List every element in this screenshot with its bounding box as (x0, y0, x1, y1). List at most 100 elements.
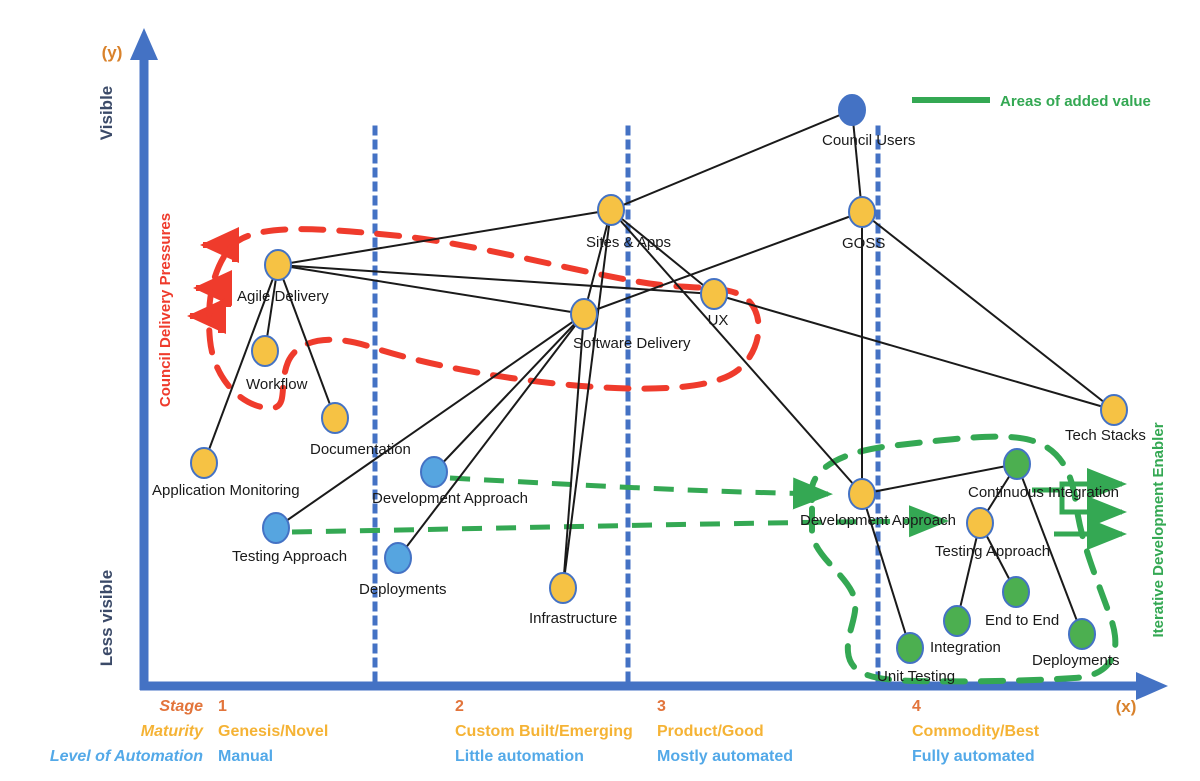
map-node-label-deployments-right: Deployments (1032, 652, 1120, 669)
map-node-dev-approach-left[interactable] (420, 456, 448, 488)
map-link (610, 209, 715, 295)
map-link (203, 264, 279, 464)
map-node-label-end-to-end: End to End (985, 612, 1059, 629)
council-delivery-pressures-group: Council Delivery Pressures (157, 213, 239, 407)
y-axis-arrowhead (130, 28, 158, 60)
council-delivery-pressures-label: Council Delivery Pressures (157, 213, 174, 407)
migration-arrow-testing-approach (291, 505, 949, 538)
scale-row-title-1: Maturity (141, 723, 204, 740)
map-link (713, 293, 1115, 411)
y-axis-marker: (y) (102, 43, 123, 62)
map-node-dev-approach-right[interactable] (848, 478, 876, 510)
x-axis-arrowhead (1136, 672, 1168, 700)
map-link (277, 209, 612, 266)
nodes-layer (190, 94, 1128, 664)
map-link (433, 313, 585, 473)
map-link (277, 264, 336, 419)
y-axis-bottom-label: Less visible (97, 570, 116, 666)
map-node-council-users[interactable] (838, 94, 866, 126)
map-link (1016, 463, 1083, 635)
scale-cell-2-2: Mostly automated (657, 748, 793, 765)
map-node-label-sites-apps: Sites & Apps (586, 234, 671, 251)
scale-cell-1-0: Genesis/Novel (218, 723, 328, 740)
map-link (956, 522, 981, 622)
map-link (275, 313, 585, 529)
map-node-testing-approach-left[interactable] (262, 512, 290, 544)
map-node-label-ux: UX (708, 312, 729, 329)
red-dashed-cluster (206, 226, 762, 412)
map-node-label-dev-approach-right: Development Approach (800, 512, 956, 529)
pressure-arrow-2 (193, 270, 232, 307)
map-node-label-dev-approach-left: Development Approach (372, 490, 528, 507)
legend: Areas of added value (912, 93, 1151, 110)
map-node-ux[interactable] (700, 278, 728, 310)
map-node-label-deployments-left: Deployments (359, 581, 447, 598)
map-node-cont-integration[interactable] (1003, 448, 1031, 480)
map-node-label-unit-testing: Unit Testing (877, 668, 955, 685)
map-link (397, 313, 585, 559)
map-node-deployments-left[interactable] (384, 542, 412, 574)
legend-label: Areas of added value (1000, 93, 1151, 110)
map-link (562, 313, 585, 589)
map-node-software-delivery[interactable] (570, 298, 598, 330)
map-node-integration[interactable] (943, 605, 971, 637)
scale-cell-1-3: Commodity/Best (912, 723, 1040, 740)
map-node-label-goss: GOSS (842, 235, 885, 252)
map-node-infrastructure[interactable] (549, 572, 577, 604)
enabler-arrow-2 (1059, 484, 1127, 528)
map-link (861, 493, 911, 649)
pressure-arrow-3 (187, 298, 226, 334)
green-dashed-cluster (808, 433, 1119, 685)
scale-cell-0-1: 2 (455, 698, 464, 715)
stage-dividers (372, 125, 881, 689)
map-node-goss[interactable] (848, 196, 876, 228)
scale-cell-0-3: 4 (912, 698, 921, 715)
map-link (851, 109, 863, 213)
scale-row-title-2: Level of Automation (50, 748, 203, 765)
map-node-unit-testing[interactable] (896, 632, 924, 664)
map-link (562, 209, 612, 589)
map-node-label-workflow: Workflow (246, 376, 308, 393)
map-node-label-documentation: Documentation (310, 441, 411, 458)
map-node-application-monitoring[interactable] (190, 447, 218, 479)
map-node-label-cont-integration: Continuous Integration (968, 484, 1119, 501)
enabler-output-arrows (1032, 467, 1127, 550)
map-node-end-to-end[interactable] (1002, 576, 1030, 608)
map-link (610, 209, 863, 495)
scale-cell-1-1: Custom Built/Emerging (455, 723, 633, 740)
map-node-label-software-delivery: Software Delivery (573, 335, 691, 352)
map-node-label-testing-approach-left: Testing Approach (232, 548, 347, 565)
map-link (583, 211, 863, 315)
links-layer (203, 109, 1115, 649)
map-link (861, 463, 1018, 495)
map-node-label-agile-delivery: Agile Delivery (237, 288, 329, 305)
map-node-label-council-users: Council Users (822, 132, 915, 149)
map-link (277, 264, 585, 315)
map-link (277, 264, 715, 295)
map-node-sites-apps[interactable] (597, 194, 625, 226)
map-node-documentation[interactable] (321, 402, 349, 434)
map-link (583, 209, 612, 315)
map-node-agile-delivery[interactable] (264, 249, 292, 281)
scale-cell-2-0: Manual (218, 748, 273, 765)
scale-cell-0-2: 3 (657, 698, 666, 715)
map-node-deployments-right[interactable] (1068, 618, 1096, 650)
x-axis-marker: (x) (1116, 697, 1137, 716)
map-node-label-testing-approach-right: Testing Approach (935, 543, 1050, 560)
map-node-testing-approach-right[interactable] (966, 507, 994, 539)
map-node-tech-stacks[interactable] (1100, 394, 1128, 426)
migration-arrows-group (291, 475, 949, 538)
map-node-label-tech-stacks: Tech Stacks (1065, 427, 1146, 444)
scale-cell-0-0: 1 (218, 698, 227, 715)
scale-cell-2-3: Fully automated (912, 748, 1035, 765)
iterative-development-enabler-label: Iterative Development Enabler (1150, 422, 1167, 637)
map-link (610, 109, 853, 211)
map-node-label-application-monitoring: Application Monitoring (152, 482, 300, 499)
map-node-workflow[interactable] (251, 335, 279, 367)
map-node-label-infrastructure: Infrastructure (529, 610, 617, 627)
scale-row-title-0: Stage (159, 698, 203, 715)
